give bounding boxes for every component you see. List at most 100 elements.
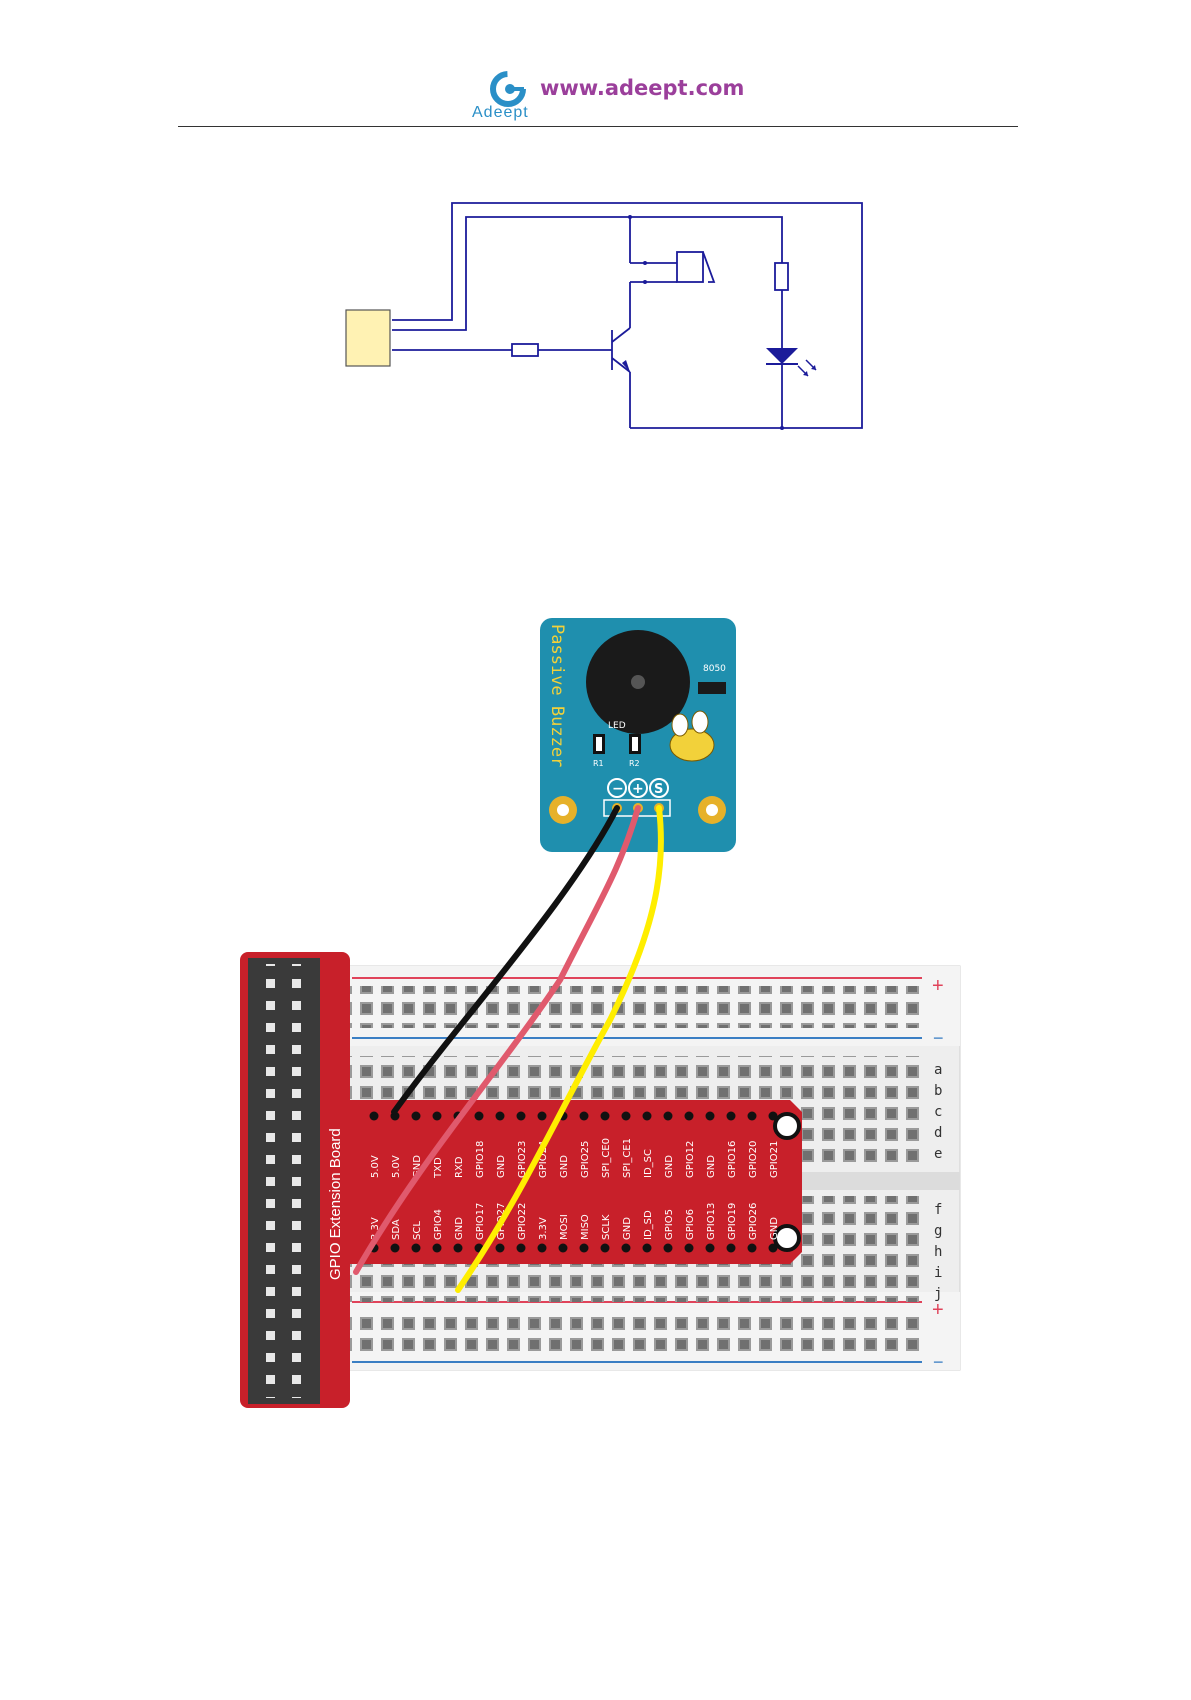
led-diode-icon: [766, 348, 798, 364]
bottom-pin-label: MOSI: [559, 1214, 570, 1240]
bottom-header-pin[interactable]: [537, 1243, 547, 1253]
passive-buzzer-module: Passive Buzzer 8050 LED R1 R2 − + S: [540, 618, 736, 852]
bottom-pin-label: GPIO26: [748, 1203, 759, 1240]
bottom-pin-label: GPIO13: [706, 1203, 717, 1240]
top-header-pin[interactable]: [495, 1111, 505, 1121]
row-letter-g: g: [934, 1223, 942, 1239]
wire-red[interactable]: [353, 805, 641, 1275]
bottom-header-pin[interactable]: [516, 1243, 526, 1253]
top-header-pin[interactable]: [579, 1111, 589, 1121]
row-letter-a: a: [934, 1062, 942, 1078]
row-letter-e: e: [934, 1146, 942, 1162]
top-pin-label: GPIO24: [538, 1141, 549, 1178]
top-header-pin[interactable]: [684, 1111, 694, 1121]
bottom-header-pin[interactable]: [747, 1243, 757, 1253]
top-header-pin[interactable]: [768, 1111, 778, 1121]
top-header-pin[interactable]: [474, 1111, 484, 1121]
top-pin-label: GND: [664, 1155, 675, 1178]
row-letter-c: c: [934, 1104, 942, 1120]
bottom-pin-label: 3.3V: [538, 1217, 549, 1240]
bottom-pin-label: SCLK: [601, 1214, 612, 1240]
row-letter-j: j: [934, 1286, 942, 1302]
bottom-header-pin[interactable]: [684, 1243, 694, 1253]
bottom-header-pin[interactable]: [453, 1243, 463, 1253]
bottom-pin-label: GPIO17: [475, 1203, 486, 1240]
site-url-link[interactable]: www.adeept.com: [540, 76, 745, 100]
bottom-pin-label: GPIO19: [727, 1203, 738, 1240]
bottom-header-pin[interactable]: [411, 1243, 421, 1253]
header-divider: [178, 126, 1018, 127]
top-header-pin[interactable]: [705, 1111, 715, 1121]
r1-label: R1: [593, 759, 604, 768]
top-pin-label: RXD: [454, 1156, 465, 1178]
wiring-diagram: + − + − a b c d e f g h i j GPIO Extensi…: [240, 618, 961, 1408]
header-connector: [345, 309, 391, 367]
bottom-pin-label: 3.3V: [370, 1217, 381, 1240]
top-pin-label: SPI_CE0: [601, 1138, 612, 1178]
bottom-pin-label: GND: [454, 1217, 465, 1240]
bee-icon: [669, 710, 715, 762]
top-header-pin[interactable]: [411, 1111, 421, 1121]
bottom-header-pin[interactable]: [495, 1243, 505, 1253]
top-pin-label: GND: [412, 1155, 423, 1178]
adeept-logo-icon: [490, 71, 526, 107]
top-header-pin[interactable]: [747, 1111, 757, 1121]
top-pin-label: GPIO12: [685, 1141, 696, 1178]
top-pin-label: ID_SC: [643, 1149, 654, 1178]
top-header-pin[interactable]: [642, 1111, 652, 1121]
bottom-pin-label: GPIO4: [433, 1209, 444, 1240]
bottom-pin-label: GND: [769, 1217, 780, 1240]
bottom-pin-label: MISO: [580, 1214, 591, 1240]
bottom-header-pin[interactable]: [663, 1243, 673, 1253]
top-pin-label: GPIO18: [475, 1141, 486, 1178]
top-header-pin[interactable]: [516, 1111, 526, 1121]
top-header-pin[interactable]: [369, 1111, 379, 1121]
bottom-pin-label: GPIO6: [685, 1209, 696, 1240]
rail-plus-top: +: [932, 975, 944, 997]
top-header-pin[interactable]: [432, 1111, 442, 1121]
rail-minus-bottom: −: [933, 1352, 944, 1372]
bottom-header-pin[interactable]: [579, 1243, 589, 1253]
bottom-header-pin[interactable]: [600, 1243, 610, 1253]
pin-signal-label: S: [654, 782, 663, 797]
wire-yellow[interactable]: [455, 805, 665, 1293]
row-letter-i: i: [934, 1265, 942, 1281]
bottom-pin-label: SCL: [412, 1221, 423, 1240]
bottom-header-pin[interactable]: [726, 1243, 736, 1253]
top-pin-label: TXD: [433, 1157, 444, 1179]
bottom-header-pin[interactable]: [432, 1243, 442, 1253]
rail-plus-bottom: +: [932, 1299, 944, 1321]
top-pin-label: SPI_CE1: [622, 1138, 633, 1178]
bottom-header-pin[interactable]: [705, 1243, 715, 1253]
top-header-pin[interactable]: [537, 1111, 547, 1121]
bottom-header-pin[interactable]: [390, 1243, 400, 1253]
top-pin-label: GPIO16: [727, 1141, 738, 1178]
row-letter-b: b: [934, 1083, 942, 1099]
top-header-pin[interactable]: [726, 1111, 736, 1121]
top-pin-label: GND: [496, 1155, 507, 1178]
bottom-pin-label: ID_SD: [643, 1210, 654, 1240]
top-pin-label: GPIO23: [517, 1141, 528, 1178]
bottom-header-pin[interactable]: [768, 1243, 778, 1253]
page-header: Adeept www.adeept.com: [0, 0, 1191, 130]
bottom-pin-label: SDA: [391, 1219, 402, 1240]
led-label: LED: [608, 721, 626, 731]
board-title: GPIO Extension Board: [327, 1128, 344, 1280]
bottom-pin-label: GPIO5: [664, 1209, 675, 1240]
top-pin-label: GPIO20: [748, 1141, 759, 1178]
top-header-pin[interactable]: [663, 1111, 673, 1121]
top-header-pin[interactable]: [621, 1111, 631, 1121]
wire-black[interactable]: [391, 805, 620, 1115]
top-header-pin[interactable]: [600, 1111, 610, 1121]
bottom-pin-label: GND: [622, 1217, 633, 1240]
bottom-header-pin[interactable]: [558, 1243, 568, 1253]
bottom-pin-label: GPIO22: [517, 1203, 528, 1240]
bottom-header-pin[interactable]: [621, 1243, 631, 1253]
row-letter-h: h: [934, 1244, 942, 1260]
bottom-header-pin[interactable]: [642, 1243, 652, 1253]
transistor-label: 8050: [703, 664, 726, 674]
row-letter-f: f: [934, 1202, 942, 1218]
top-pin-label: 5.0V: [391, 1155, 402, 1178]
r2-label: R2: [629, 759, 640, 768]
